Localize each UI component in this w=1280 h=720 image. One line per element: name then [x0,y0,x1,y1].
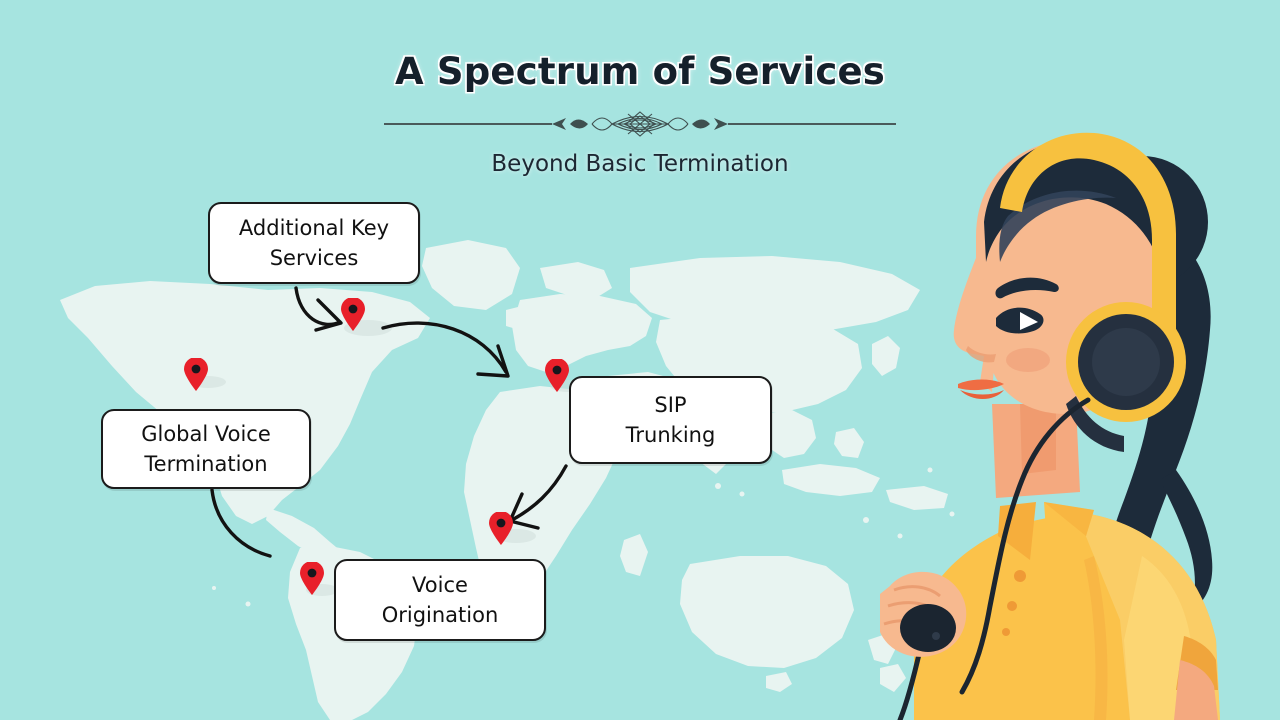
headphone-band [1000,132,1176,330]
ornamental-divider-icon [384,107,896,141]
node-global-voice-termination[interactable]: Global Voice Termination [101,409,311,489]
node-label: Global Voice Termination [141,422,271,476]
header: A Spectrum of Services [0,0,1280,177]
shirt-button [1014,570,1026,582]
eye [996,307,1044,334]
inline-remote [900,604,956,652]
earcup-stem [1066,396,1124,452]
node-label: Additional Key Services [238,216,390,270]
node-additional-key-services[interactable]: Additional Key Services [208,202,420,284]
upper-lip [958,379,1004,391]
pin-north-america[interactable] [340,298,366,332]
shirt-button [1002,628,1010,636]
pin-alaska[interactable] [183,358,209,392]
page-subtitle: Beyond Basic Termination [491,151,789,177]
blush [1006,348,1050,372]
pin-europe[interactable] [544,359,570,393]
node-label: Voice Origination [381,573,499,627]
node-label: SIP Trunking [625,393,716,447]
node-voice-origination[interactable]: Voice Origination [334,559,546,641]
eyebrow [995,277,1059,299]
headphone-cable [959,397,1091,695]
shirt-button [1007,601,1017,611]
pin-africa[interactable] [488,512,514,546]
earcup-pad [1092,328,1160,396]
node-sip-trunking[interactable]: SIP Trunking [569,376,772,464]
forearm [1174,660,1218,720]
woman-with-headphones-illustration [880,0,1280,720]
pin-south-america[interactable] [299,562,325,596]
lower-lip [960,390,1004,399]
page-title: A Spectrum of Services [394,50,886,93]
eye-highlight [1020,312,1038,330]
